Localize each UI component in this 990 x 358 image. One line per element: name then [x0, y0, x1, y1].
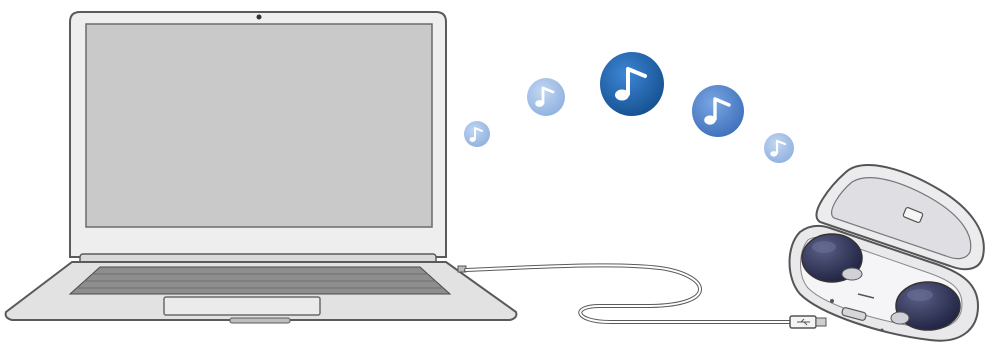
camera-icon — [257, 15, 262, 20]
laptop-trackpad — [164, 297, 320, 315]
laptop-front-notch — [230, 318, 290, 323]
usb-cable — [466, 265, 826, 328]
case-led — [830, 299, 834, 303]
laptop — [6, 12, 517, 323]
music-note-icon — [464, 121, 490, 147]
music-note-icon — [527, 78, 565, 116]
music-note-icon — [764, 133, 794, 163]
music-note-icon — [692, 85, 744, 137]
music-note-icon — [600, 52, 664, 116]
earbuds-case — [790, 165, 984, 341]
laptop-screen — [86, 24, 432, 227]
music-notes — [464, 52, 794, 163]
